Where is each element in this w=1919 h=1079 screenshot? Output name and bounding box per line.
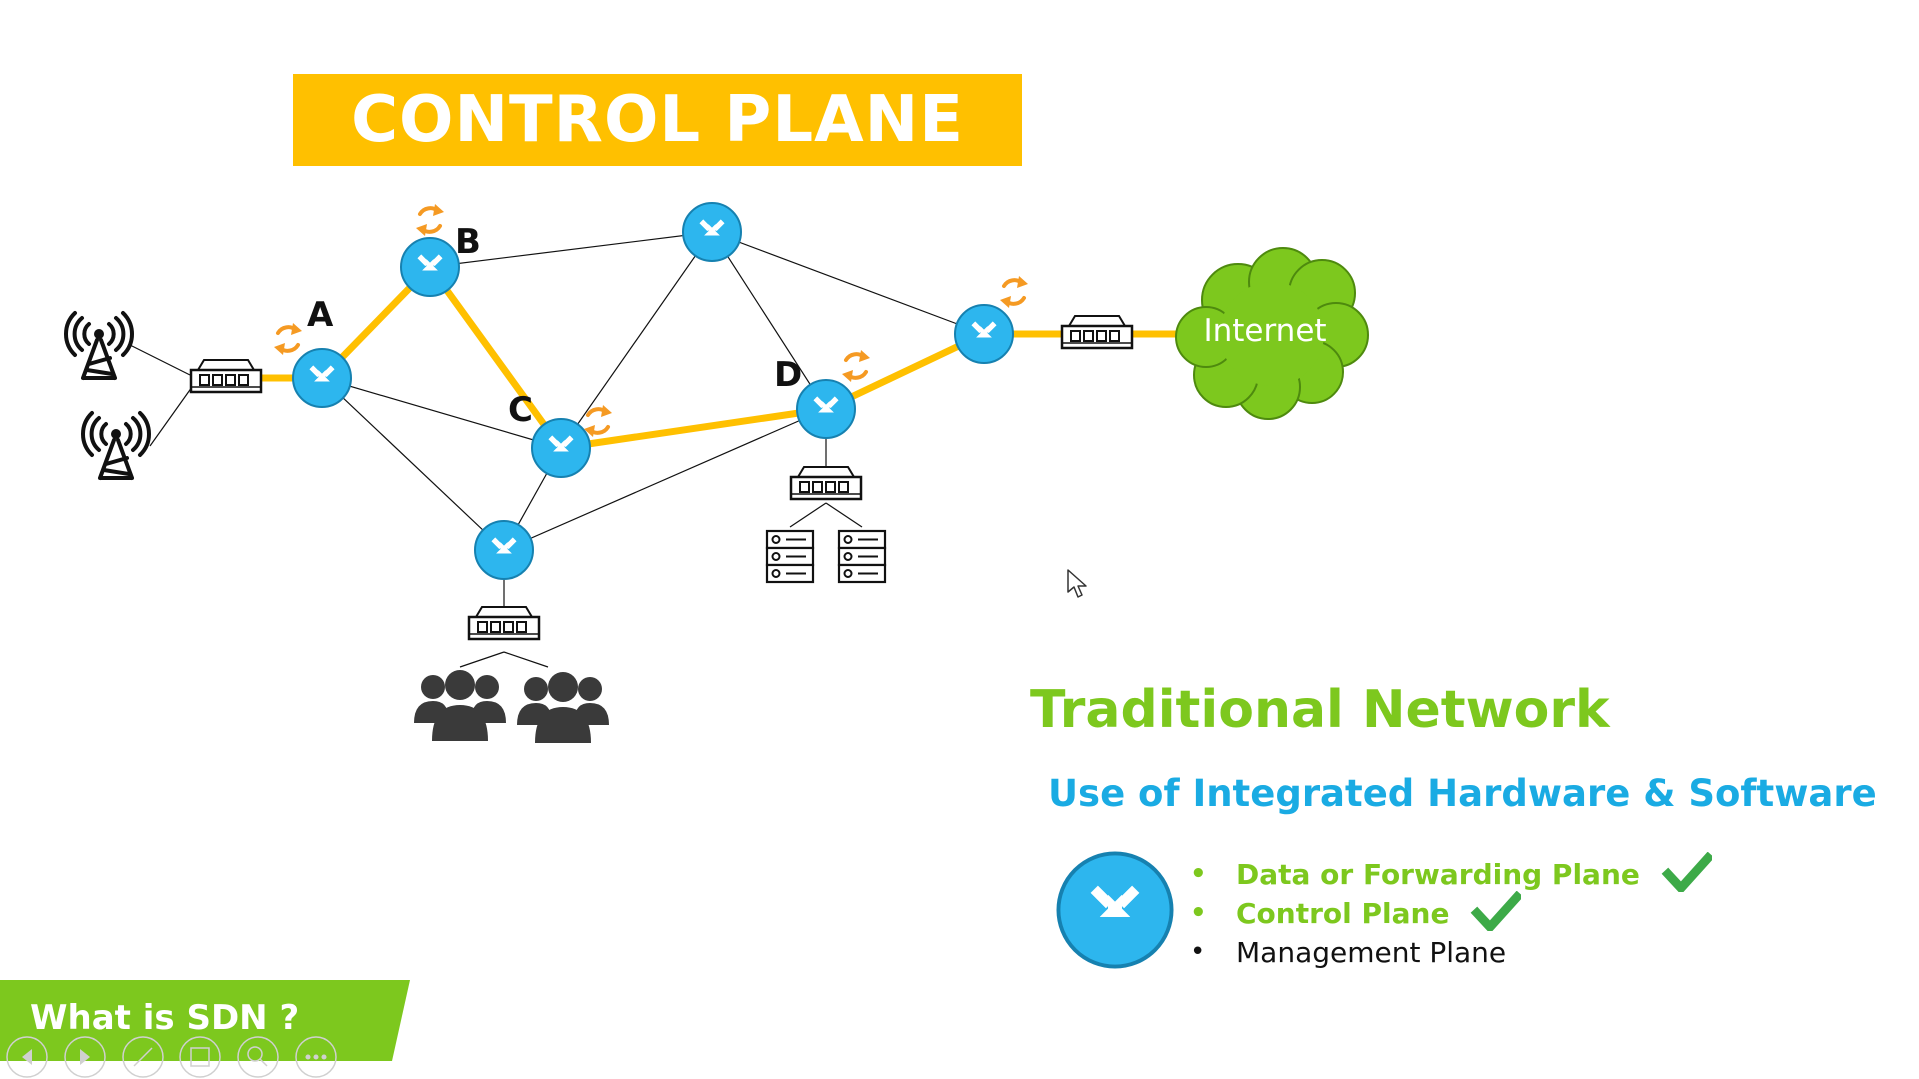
section-title: Traditional Network — [1030, 680, 1610, 740]
server-icon — [837, 529, 887, 584]
router-icon[interactable] — [400, 237, 460, 297]
switch-icon — [189, 358, 263, 394]
switch-icon — [467, 605, 541, 641]
list-item-label: Management Plane — [1236, 936, 1507, 969]
node-label-c: C — [508, 390, 533, 430]
router-icon[interactable] — [531, 418, 591, 478]
section-subtitle: Use of Integrated Hardware & Software — [1048, 772, 1877, 815]
internet-label: Internet — [1203, 313, 1327, 349]
router-icon[interactable] — [292, 348, 352, 408]
banner-background — [293, 74, 1022, 166]
prev-slide-button[interactable] — [6, 1036, 48, 1078]
list-item-label: Control Plane — [1236, 897, 1450, 930]
server-icon — [765, 529, 815, 584]
refresh-icon — [272, 321, 304, 357]
refresh-icon — [414, 202, 446, 238]
antenna-tower-icon — [81, 411, 151, 480]
list-item-label: Data or Forwarding Plane — [1236, 858, 1640, 891]
presentation-toolbar — [6, 1036, 337, 1078]
network-links — [129, 231, 985, 668]
plane-list: •Data or Forwarding Plane •Control Plane… — [1190, 855, 1712, 972]
router-icon[interactable] — [474, 520, 534, 580]
mouse-cursor-icon — [1067, 569, 1087, 598]
router-icon — [1056, 851, 1174, 969]
cloud-icon[interactable] — [1175, 247, 1369, 420]
control-plane-path — [256, 263, 1184, 452]
user-group-icon — [517, 672, 609, 743]
node-label-b: B — [455, 222, 481, 262]
footer-title: What is SDN ? — [30, 998, 300, 1038]
user-group-icon — [414, 670, 506, 741]
more-options-button[interactable] — [295, 1036, 337, 1078]
list-item: •Data or Forwarding Plane — [1190, 855, 1712, 894]
switch-icon — [1060, 314, 1134, 350]
router-icon[interactable] — [682, 202, 742, 262]
refresh-icon — [998, 274, 1030, 310]
switch-icon — [789, 465, 863, 501]
node-label-a: A — [307, 295, 334, 335]
router-icon[interactable] — [954, 304, 1014, 364]
pen-button[interactable] — [122, 1036, 164, 1078]
next-slide-button[interactable] — [64, 1036, 106, 1078]
router-icon[interactable] — [796, 379, 856, 439]
refresh-icon — [840, 348, 872, 384]
check-icon — [1469, 891, 1521, 931]
antenna-tower-icon — [64, 311, 134, 380]
check-icon — [1660, 852, 1712, 892]
list-item: •Control Plane — [1190, 894, 1712, 933]
slides-view-button[interactable] — [179, 1036, 221, 1078]
node-label-d: D — [774, 355, 803, 395]
zoom-button[interactable] — [237, 1036, 279, 1078]
list-item: •Management Plane — [1190, 936, 1507, 969]
footer-tab — [0, 980, 410, 1061]
banner-title: CONTROL PLANE — [351, 83, 964, 157]
